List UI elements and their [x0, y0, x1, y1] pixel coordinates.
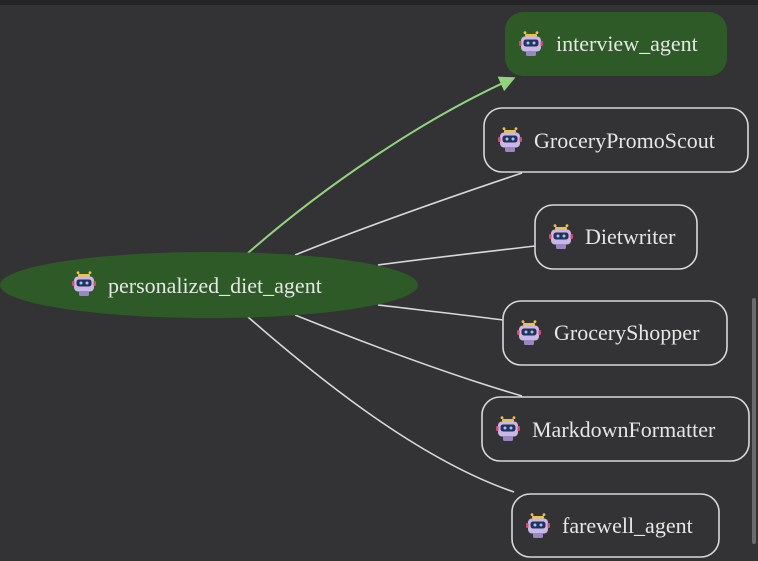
vertical-scrollbar[interactable] — [752, 298, 756, 544]
edge-root-to-grocerypromoscout — [294, 172, 523, 256]
edge-root-to-markdownformatter — [294, 314, 523, 397]
node-markdownformatter[interactable]: MarkdownFormatter — [481, 396, 750, 462]
node-dietwriter[interactable]: Dietwriter — [534, 204, 698, 270]
node-interview-agent[interactable]: interview_agent — [505, 12, 727, 76]
edge-root-to-interview-agent — [247, 76, 516, 254]
robot-icon — [495, 416, 521, 442]
node-root-personalized-diet-agent[interactable]: personalized_diet_agent — [0, 252, 418, 318]
edge-root-to-dietwriter — [377, 245, 536, 266]
robot-icon — [516, 320, 542, 346]
node-label: GroceryShopper — [554, 320, 700, 345]
robot-icon — [525, 513, 551, 539]
node-label: personalized_diet_agent — [108, 273, 322, 298]
node-farewell-agent[interactable]: farewell_agent — [511, 493, 720, 558]
node-label: GroceryPromoScout — [534, 128, 715, 153]
node-label: Dietwriter — [585, 224, 676, 249]
edge-root-to-groceryshopper — [377, 304, 504, 321]
node-label: farewell_agent — [562, 513, 693, 538]
node-grocerypromoscout[interactable]: GroceryPromoScout — [483, 107, 749, 173]
node-groceryshopper[interactable]: GroceryShopper — [502, 300, 728, 366]
node-label: interview_agent — [556, 31, 698, 56]
node-label: MarkdownFormatter — [532, 417, 716, 442]
robot-icon — [548, 224, 574, 250]
window-top-bar — [0, 0, 758, 5]
edge-root-to-farewell-agent — [247, 316, 515, 493]
robot-icon — [497, 127, 523, 153]
